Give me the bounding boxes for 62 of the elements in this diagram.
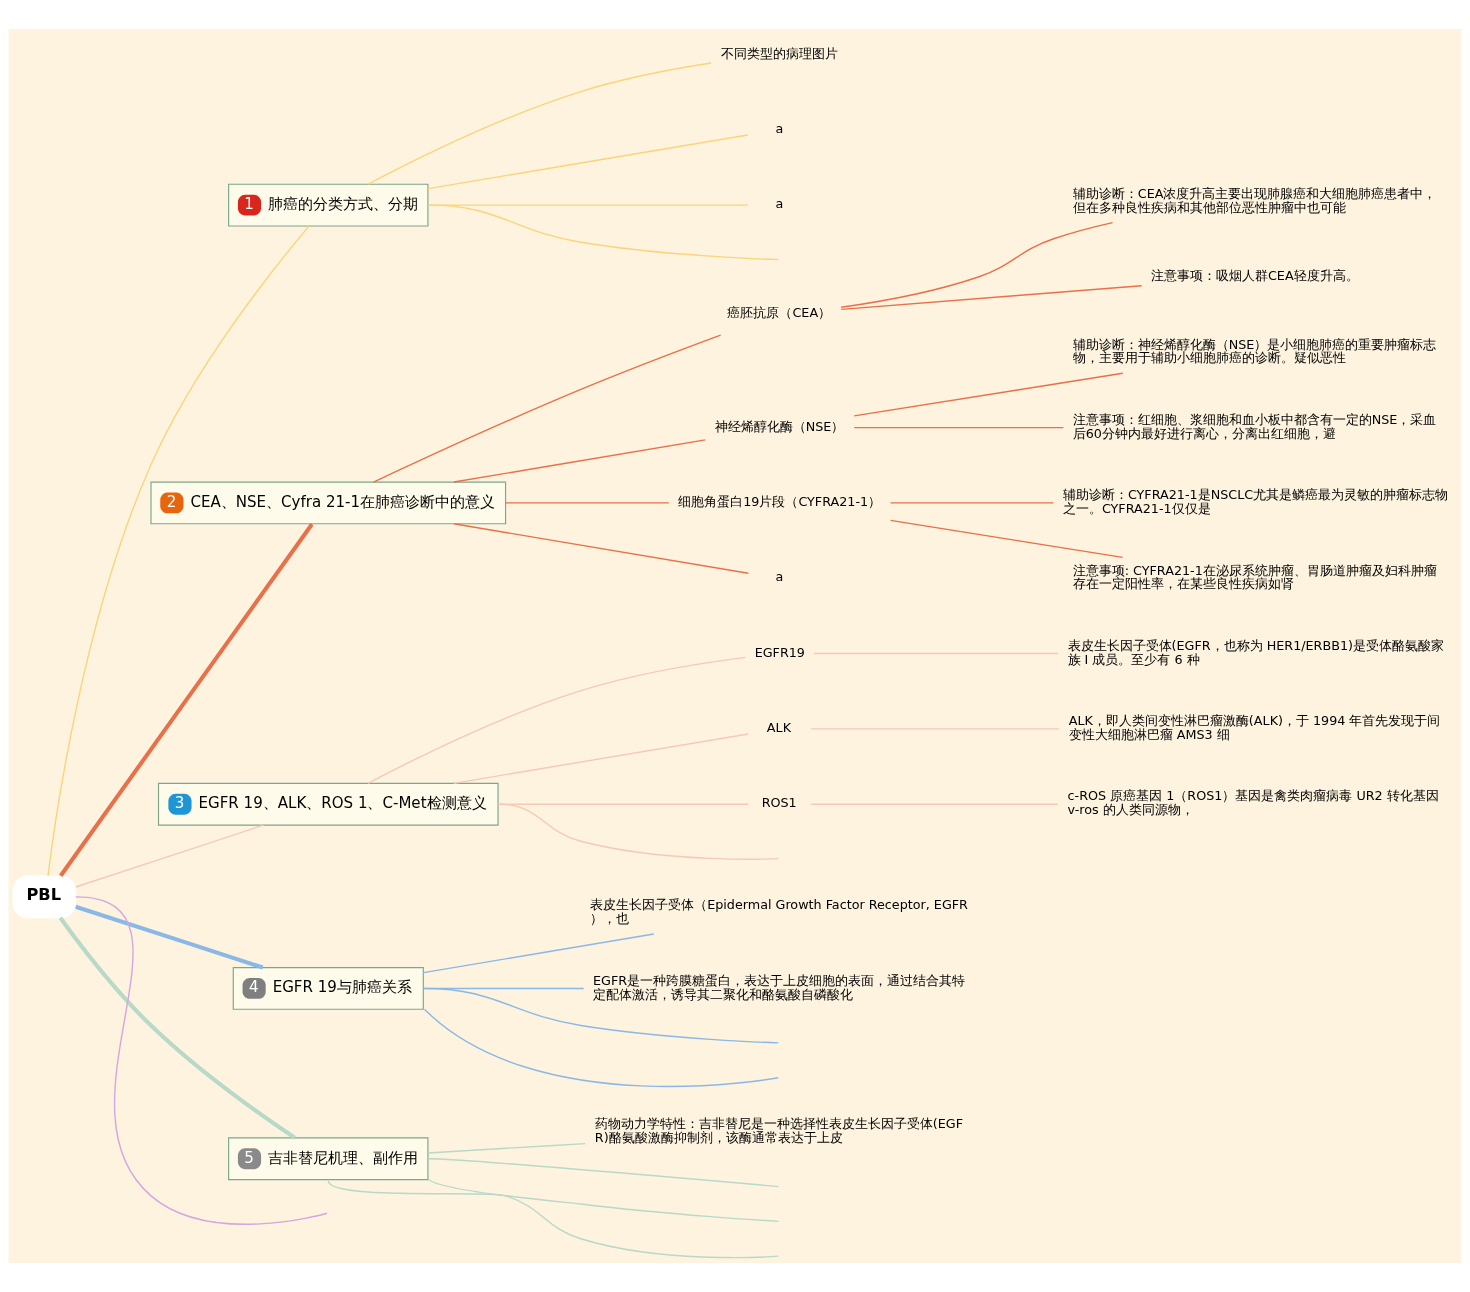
- node-text: 细胞角蛋白19片段（CYFRA21-1）: [678, 494, 882, 510]
- node-text: 注意事项: CYFRA21-1在泌尿系统肿瘤、胃肠道肿瘤及妇科肿瘤存在一定阳性率，在某些良性疾病如肾: [1072, 562, 1437, 592]
- node-text: 辅助诊断：CYFRA21-1是NSCLC尤其是鳞癌最为灵敏的肿瘤标志物之一。CYFRA21-1仅仅是: [1062, 487, 1449, 517]
- connector: [327, 1180, 780, 1259]
- node-text: 注意事项：吸烟人群CEA轻度升高。: [1150, 268, 1359, 284]
- connector: [810, 803, 1059, 805]
- node-text: ALK，即人类间变性淋巴瘤激酶(ALK)，于 1994 年首先发现于间变性大细胞淋巴瘤 AMS3 细: [1068, 713, 1441, 743]
- connector: [810, 728, 1060, 730]
- connector: [59, 523, 314, 877]
- node-box: 3 EGFR 19、ALK、ROS 1、C-Met检测意义: [157, 782, 499, 826]
- connector: [853, 372, 1124, 417]
- connector: [75, 896, 328, 1225]
- connector: [428, 204, 780, 261]
- connector: [372, 334, 722, 483]
- node-text: 不同类型的病理图片: [720, 45, 838, 61]
- node-text: 表皮生长因子受体(EGFR，也称为 HER1/ERBB1)是受体酪氨酸家族 I 成员。至少有 6 种: [1067, 637, 1444, 667]
- connector: [497, 803, 749, 805]
- node-text: 药物动力学特性：吉非替尼是一种选择性表皮生长因子受体(EGFR)酪氨酸激酶抑制剂，该酶通常表达于上皮: [594, 1116, 964, 1146]
- connector: [422, 933, 655, 974]
- node-text: 表皮生长因子受体（Epidermal Growth Factor Receptor, EGFR），也: [590, 897, 968, 927]
- node-text: 辅助诊断：神经烯醇化酶（NSE）是小细胞肺癌的重要肿瘤标志物，主要用于辅助小细胞肺癌的诊断。疑似恶性: [1072, 336, 1437, 366]
- connector: [427, 204, 749, 206]
- connector: [423, 1008, 779, 1088]
- node-text: a: [775, 196, 784, 212]
- node-box: 4 EGFR 19与肺癌关系: [232, 967, 424, 1010]
- connector: [499, 803, 780, 860]
- connector: [75, 824, 265, 888]
- node-text: 癌胚抗原（CEA）: [727, 305, 832, 321]
- connector: [428, 1178, 780, 1223]
- connector: [840, 221, 1114, 308]
- connector: [427, 134, 749, 190]
- node-box: 2 CEA、NSE、Cyfra 21-1在肺癌诊断中的意义: [150, 481, 507, 525]
- node-text: ROS1: [761, 795, 797, 811]
- connector: [453, 733, 749, 784]
- connector: [504, 502, 670, 504]
- node-box: 1 肺癌的分类方式、分期: [228, 183, 429, 227]
- connector: [75, 904, 264, 970]
- node-box: PBL: [12, 875, 77, 919]
- connector: [423, 987, 780, 1044]
- connector: [813, 652, 1059, 655]
- node-text: ALK: [766, 720, 792, 736]
- node-text: 辅助诊断：CEA浓度升高主要出现肺腺癌和大细胞肺癌患者中，但在多种良性疾病和其他部位恶性肿瘤中也可能: [1072, 185, 1437, 215]
- connector: [427, 1142, 586, 1154]
- node-text: EGFR19: [754, 644, 805, 660]
- connector: [453, 439, 706, 483]
- connector: [47, 225, 310, 877]
- connector: [889, 519, 1124, 559]
- connector: [840, 285, 1143, 310]
- connector: [58, 916, 296, 1140]
- node-text: c-ROS 原癌基因 1（ROS1）基因是禽类肉瘤病毒 UR2 转化基因 v-ros 的人类同源物，: [1067, 788, 1439, 818]
- connector: [889, 502, 1055, 504]
- node-text: 注意事项：红细胞、浆细胞和血小板中都含有一定的NSE，采血后60分钟内最好进行离心，分离出红细胞，避: [1072, 411, 1437, 441]
- connector: [853, 426, 1065, 429]
- connector: [453, 523, 749, 574]
- connector: [367, 62, 712, 185]
- connector: [428, 1158, 780, 1188]
- node-text: EGFR是一种跨膜糖蛋白，表达于上皮细胞的表面，通过结合其特定配体激活，诱导其二聚化和酪氨酸自磷酸化: [593, 972, 966, 1002]
- node-text: a: [775, 569, 784, 585]
- node-text: 神经烯醇化酶（NSE）: [714, 418, 845, 434]
- node-box: 5 吉非替尼机理、副作用: [228, 1137, 429, 1181]
- node-text: a: [775, 121, 784, 137]
- connector: [367, 656, 747, 784]
